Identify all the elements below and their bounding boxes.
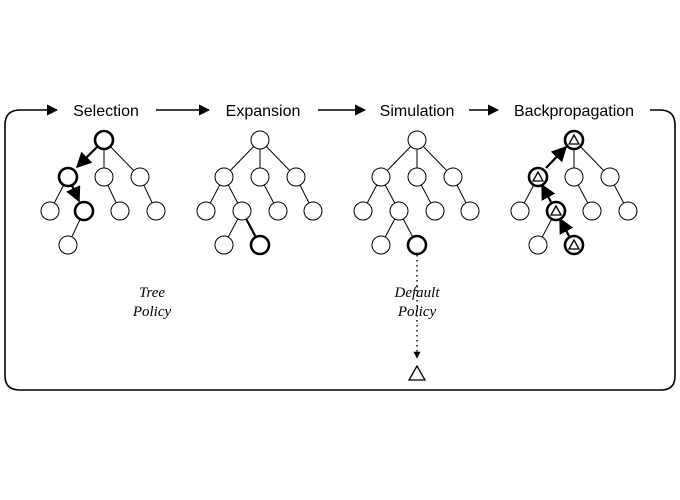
stage-label-backpropagation: Backpropagation bbox=[514, 103, 634, 120]
backprop-value-triangle-icon bbox=[567, 133, 581, 145]
selection-root-node bbox=[93, 129, 115, 151]
selection-path-node bbox=[57, 166, 79, 188]
default-policy-label-line1: Default bbox=[394, 285, 441, 301]
simulation-start-node bbox=[406, 234, 428, 256]
backprop-value-triangle-icon bbox=[531, 170, 545, 182]
terminal-state-triangle-icon bbox=[407, 364, 427, 381]
stage-label-simulation: Simulation bbox=[380, 103, 455, 120]
tree-backpropagation bbox=[510, 129, 638, 256]
backprop-value-triangle-icon bbox=[567, 238, 581, 250]
backprop-value-triangle-icon bbox=[549, 204, 563, 216]
tree-expansion bbox=[196, 130, 323, 256]
expansion-new-node bbox=[249, 234, 271, 256]
default-policy-label-line2: Policy bbox=[397, 304, 437, 320]
loop-back-line bbox=[4, 104, 676, 391]
stage-label-expansion: Expansion bbox=[226, 103, 301, 120]
tree-policy-label-line1: Tree bbox=[139, 285, 165, 301]
stage-label-selection: Selection bbox=[73, 103, 139, 120]
tree-simulation bbox=[353, 130, 480, 381]
tree-selection bbox=[40, 129, 166, 255]
selection-leaf-node bbox=[73, 200, 95, 222]
tree-policy-label-line2: Policy bbox=[132, 304, 172, 320]
